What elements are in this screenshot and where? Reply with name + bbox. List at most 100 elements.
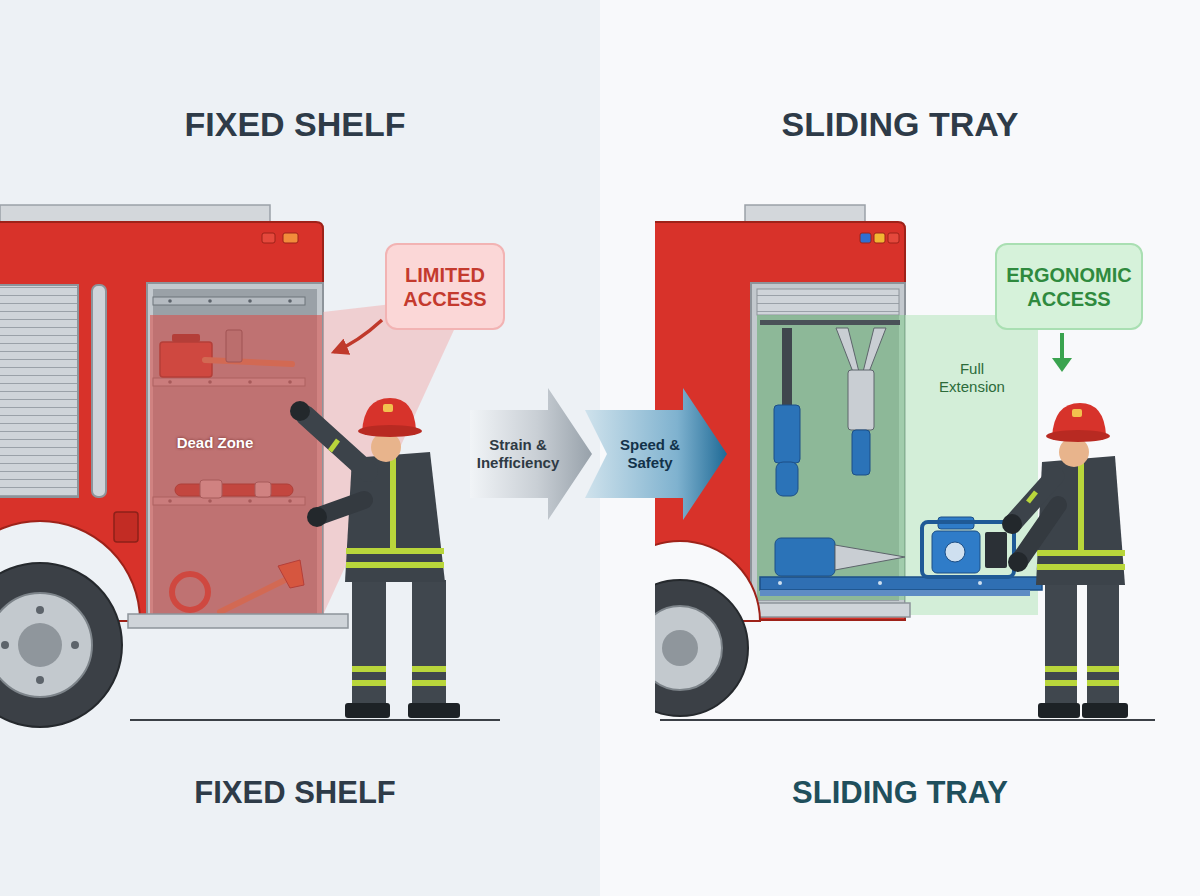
firefighter	[1082, 703, 1128, 718]
fire-truck	[0, 205, 270, 223]
callout-text: ERGONOMIC ACCESS	[1005, 263, 1133, 311]
firefighter	[1045, 680, 1077, 686]
callout-box: LIMITED ACCESS	[385, 243, 505, 330]
dead-zone-overlay	[150, 315, 322, 615]
generator-icon	[945, 542, 965, 562]
fire-truck	[0, 205, 323, 727]
firefighter	[346, 562, 444, 568]
fire-truck	[36, 606, 44, 614]
firefighter	[1002, 403, 1128, 718]
firefighter	[1087, 680, 1119, 686]
firefighter	[412, 680, 446, 686]
fire-truck	[0, 563, 122, 727]
firefighter	[1020, 505, 1058, 560]
fire-truck	[745, 205, 865, 223]
firefighter	[358, 425, 422, 437]
firefighter	[1078, 462, 1084, 550]
pointer-arrow	[1060, 333, 1064, 360]
fire-truck	[1, 641, 9, 649]
firefighter	[1087, 583, 1119, 705]
fire-truck	[860, 233, 871, 243]
panel-caption: SLIDING TRAY	[792, 774, 1008, 811]
fire-truck	[92, 285, 106, 497]
firefighter	[330, 440, 338, 451]
compartment	[147, 283, 323, 619]
zone-label: Full Extension	[935, 360, 1009, 396]
flow-arrow: Strain & Inefficiency	[470, 388, 592, 520]
firefighter	[1038, 703, 1080, 718]
tool-icon	[852, 430, 870, 475]
firefighter	[352, 580, 386, 704]
ergonomic-zone-overlay	[757, 315, 1038, 615]
compartment	[208, 299, 212, 303]
firefighter	[345, 703, 390, 718]
dead-zone-overlay	[150, 295, 470, 615]
firefighter	[290, 401, 310, 421]
tool-icon	[774, 405, 800, 463]
truck-sill	[740, 603, 910, 617]
truck-sill	[128, 614, 348, 628]
sliding-tray	[760, 577, 1042, 596]
firefighter	[1045, 666, 1077, 672]
leader-arrow	[334, 320, 382, 352]
ergonomic-zone-overlay	[905, 315, 1038, 615]
sliding-tray	[878, 581, 882, 585]
fire-truck	[114, 512, 138, 542]
generator-icon	[932, 531, 980, 573]
firefighter	[1028, 492, 1036, 502]
compartment	[288, 299, 292, 303]
fire-truck	[874, 233, 885, 243]
firefighter	[1072, 409, 1082, 417]
firefighter	[1046, 430, 1110, 442]
tool-icon	[848, 370, 874, 430]
fire-truck	[757, 289, 899, 315]
leader-arrow	[334, 320, 382, 352]
firefighter	[1037, 550, 1125, 556]
compartment	[248, 299, 252, 303]
firefighter	[290, 398, 460, 718]
arrow-shape	[470, 388, 592, 520]
firefighter	[346, 548, 444, 554]
firefighter	[408, 703, 460, 718]
truck-sill	[655, 541, 910, 716]
fire-truck	[36, 676, 44, 684]
callout-text: LIMITED ACCESS	[395, 263, 495, 311]
sliding-tray	[760, 590, 1030, 596]
fire-truck	[71, 641, 79, 649]
firefighter	[412, 580, 446, 704]
ground-line	[130, 720, 500, 721]
compartment	[168, 299, 172, 303]
tool-icon	[760, 320, 900, 325]
generator-icon	[985, 532, 1007, 568]
fire-truck	[751, 283, 905, 605]
panel-caption: FIXED SHELF	[194, 774, 396, 811]
tool-icon	[863, 328, 886, 372]
firefighter	[383, 404, 393, 412]
ground-line	[660, 719, 1155, 721]
tool-icon	[776, 462, 798, 496]
ground-line	[660, 720, 1155, 721]
tool-icon	[775, 538, 835, 576]
panel-heading: SLIDING TRAY	[782, 104, 1019, 145]
arrow-label: Speed & Safety	[609, 436, 691, 472]
firefighter	[1087, 666, 1119, 672]
zone-label: Dead Zone	[177, 434, 254, 452]
firefighter	[352, 680, 386, 686]
ergonomic-zone-overlay	[757, 315, 905, 600]
sliding-tray	[978, 581, 982, 585]
firefighter	[1008, 552, 1028, 572]
tool-icon	[836, 328, 859, 372]
arrow-shape	[585, 388, 727, 520]
compartment	[153, 297, 305, 305]
fire-truck	[0, 285, 78, 497]
truck-sill	[655, 606, 722, 690]
tool-icon	[782, 328, 792, 408]
firefighter	[352, 666, 386, 672]
firefighter	[307, 507, 327, 527]
generator-icon	[922, 517, 1014, 577]
firefighter	[1045, 583, 1077, 705]
arrow-label: Strain & Inefficiency	[474, 436, 562, 472]
generator-icon	[922, 522, 1014, 577]
